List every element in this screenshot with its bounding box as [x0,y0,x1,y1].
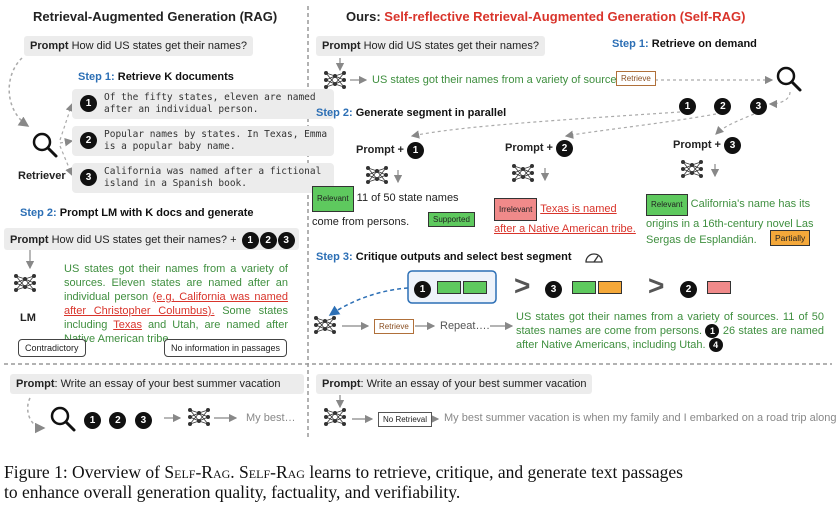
rag-prompt: Prompt How did US states get their names… [24,36,254,56]
score-bar-red [707,281,732,295]
segment-3: Relevant California's name has its origi… [646,194,824,248]
rank-segment-1: 1 [414,279,488,298]
doc-2: 2 Popular names by states. In Texas, Emm… [72,126,334,156]
rag-bottom-docs: 1 2 3 [84,410,152,429]
rag-bottom-output: My best… [246,412,296,424]
rag-generation: US states got their names from a variety… [64,263,289,345]
rag-step1: Step 1: Retrieve K documents [78,71,234,83]
relevant-tag-1: Relevant [312,186,354,212]
retrieve-tag: Retrieve [616,71,656,86]
segment-1: Relevant 11 of 50 state names come from … [312,186,488,232]
supported-tag: Supported [428,212,475,227]
selfrag-retrieved-docs: 1 2 3 [679,96,767,115]
segment-2: Irrelevant Texas is named after a Native… [494,198,640,238]
selfrag-final-output: US states got their names from a variety… [516,311,824,352]
rag-prompt-k-docs: Prompt How did US states get their names… [4,228,299,250]
magnifier-icon [32,132,58,158]
selfrag-bottom-prompt: Prompt: Write an essay of your best summ… [316,374,592,394]
rag-bottom-prompt: Prompt: Write an essay of your best summ… [10,374,304,394]
lm-label: LM [20,312,36,324]
contradictory-callout: Contradictory [18,339,86,357]
selfrag-bottom-output: My best summer vacation is when my famil… [444,412,836,424]
rank-segment-2: 2 [680,279,732,298]
doc-1: 1 Of the fifty states, eleven are named … [72,89,334,119]
rag-title: Retrieval-Augmented Generation (RAG) [33,9,278,24]
score-bar-green [437,281,462,295]
irrelevant-tag: Irrelevant [494,198,538,221]
score-bar-green [463,281,488,295]
partially-tag: Partially [770,230,811,246]
segment2-network-icon [511,163,535,183]
critique-network-icon [313,315,337,335]
retriever-label: Retriever [18,170,66,182]
prompt-plus-1: Prompt + 1 [356,142,425,159]
selfrag-network-icon [323,70,347,90]
prompt-plus-3: Prompt + 3 [673,137,742,154]
rag-step2: Step 2: Prompt LM with K docs and genera… [20,207,254,219]
greater-than-1: > [514,270,531,301]
bottom-network-icon [323,407,347,427]
greater-than-2: > [648,270,665,301]
score-bar-green [572,281,597,295]
prompt-text: How did US states get their names? [71,40,248,52]
doc-3: 3 California was named after a fictional… [72,163,334,193]
selfrag-step1: Step 1: Retrieve on demand [612,38,757,50]
selfrag-step2: Step 2: Generate segment in parallel [316,107,507,119]
prompt-plus-2: Prompt + 2 [505,140,574,157]
lm-network-icon [13,273,37,293]
segment1-network-icon [365,165,389,185]
selfrag-step3: Step 3: Critique outputs and select best… [316,251,572,263]
repeat-text: Repeat…. [440,320,490,332]
selfrag-title: Ours: Self-reflective Retrieval-Augmente… [346,9,746,24]
relevant-tag-3: Relevant [646,194,688,216]
selfrag-gen-line: US states got their names from a variety… [372,74,626,86]
score-bar-orange [598,281,623,295]
lm-network-icon-bottom [187,407,211,427]
gauge-icon [585,253,603,263]
magnifier-icon-bottom [50,406,76,432]
selfrag-prompt: Prompt How did US states get their names… [316,36,546,56]
prompt-label: Prompt [30,40,69,52]
retrieve-tag-2: Retrieve [374,319,414,334]
rank-segment-3: 3 [545,279,623,298]
segment3-network-icon [680,159,704,179]
figure-caption: Figure 1: Overview of Self-Rag. Self-Rag… [4,462,683,502]
no-info-callout: No information in passages [164,339,288,357]
no-retrieval-tag: No Retrieval [378,412,433,427]
selfrag-magnifier-icon [776,66,802,92]
